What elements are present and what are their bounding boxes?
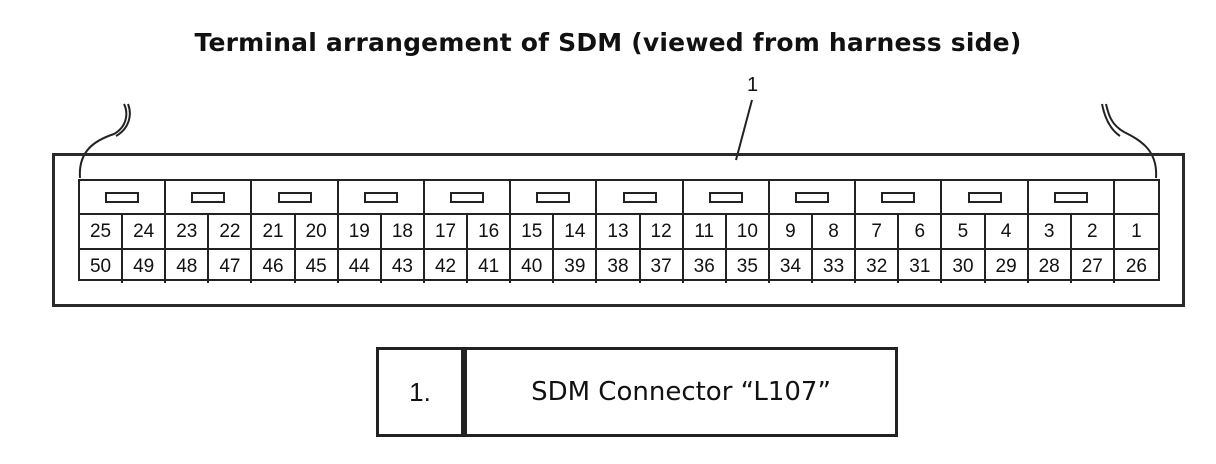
key-slot-cell	[252, 181, 339, 213]
pin-label: 33	[813, 250, 857, 283]
pin-label: 19	[339, 215, 382, 248]
key-slot-icon	[536, 192, 571, 203]
pin-label: 14	[554, 215, 598, 248]
pin-label: 22	[209, 215, 253, 248]
key-slot-icon	[105, 192, 140, 203]
pin-label: 32	[856, 250, 900, 283]
key-slot-cell	[511, 181, 598, 213]
right-break-curve	[1105, 103, 1158, 179]
pin-label: 12	[641, 215, 684, 248]
pin-label: 5	[942, 215, 986, 248]
pin-label: 11	[684, 215, 727, 248]
key-slot-icon	[967, 192, 1002, 203]
key-slot-cell	[425, 181, 512, 213]
connector-housing	[52, 153, 1185, 307]
callout-leader-line	[735, 99, 753, 161]
pin-label: 7	[856, 215, 900, 248]
pin-label: 28	[1029, 250, 1072, 283]
pin-label: 48	[166, 250, 210, 283]
pin-label: 29	[986, 250, 1029, 283]
pin-label: 27	[1072, 250, 1115, 283]
diagram-title: Terminal arrangement of SDM (viewed from…	[194, 28, 1022, 57]
key-blank-cell	[1115, 181, 1158, 213]
pin-label: 45	[296, 250, 339, 283]
key-slot-cell	[597, 181, 684, 213]
key-slot-cell	[856, 181, 943, 213]
legend-label: SDM Connector “L107”	[531, 377, 831, 407]
pin-label: 38	[597, 250, 641, 283]
left-break-curve-b	[115, 103, 131, 137]
key-slot-icon	[363, 192, 398, 203]
key-slot-cell	[339, 181, 425, 213]
pin-label: 16	[468, 215, 512, 248]
pin-label: 10	[727, 215, 770, 248]
pin-label: 3	[1029, 215, 1072, 248]
pin-label: 1	[1131, 221, 1142, 242]
key-slot-cell	[942, 181, 1029, 213]
pin-label: 26	[1125, 256, 1147, 277]
pin-label: 44	[339, 250, 382, 283]
pin-label: 36	[684, 250, 727, 283]
key-slot-row	[80, 181, 1158, 215]
pin-label: 23	[166, 215, 210, 248]
key-slot-cell	[1029, 181, 1115, 213]
pin-label: 4	[986, 215, 1029, 248]
pin-label: 8	[813, 215, 857, 248]
pin-label: 39	[554, 250, 598, 283]
key-slot-cell	[770, 181, 857, 213]
pin-label: 41	[468, 250, 512, 283]
pin-label: 6	[899, 215, 943, 248]
pin-label: 18	[382, 215, 425, 248]
pin-label: 40	[511, 250, 555, 283]
pin-label: 50	[80, 250, 124, 283]
pin-label: 20	[296, 215, 339, 248]
pin-label: 9	[770, 215, 814, 248]
legend-number: 1.	[379, 350, 467, 434]
legend-box: 1. SDM Connector “L107”	[376, 347, 898, 437]
pin-label: 2	[1072, 215, 1115, 248]
key-slot-icon	[795, 192, 830, 203]
key-slot-cell	[80, 181, 167, 213]
pin-label: 25	[80, 215, 124, 248]
pin-label: 49	[123, 250, 167, 283]
pin-label: 43	[382, 250, 425, 283]
callout-number: 1	[747, 74, 759, 96]
pin-label: 31	[899, 250, 943, 283]
pin-label: 13	[597, 215, 641, 248]
pin-label: 37	[641, 250, 684, 283]
pin-label: 30	[942, 250, 986, 283]
pin-label: 24	[123, 215, 167, 248]
pin-label: 34	[770, 250, 814, 283]
key-slot-cell	[684, 181, 770, 213]
pin-label: 46	[252, 250, 296, 283]
pin-label: 42	[425, 250, 469, 283]
left-break-curve	[78, 103, 128, 179]
pin-label: 47	[209, 250, 253, 283]
key-slot-cell	[166, 181, 253, 213]
pin-label: 35	[727, 250, 770, 283]
key-slot-icon	[708, 192, 743, 203]
key-slot-icon	[277, 192, 312, 203]
pin-label: 17	[425, 215, 469, 248]
key-slot-icon	[450, 192, 485, 203]
right-break-curve-b	[1101, 103, 1121, 137]
pin-label: 15	[511, 215, 555, 248]
key-slot-icon	[881, 192, 916, 203]
key-slot-icon	[622, 192, 657, 203]
pin-label: 21	[252, 215, 296, 248]
key-slot-icon	[191, 192, 226, 203]
key-slot-icon	[1053, 192, 1088, 203]
